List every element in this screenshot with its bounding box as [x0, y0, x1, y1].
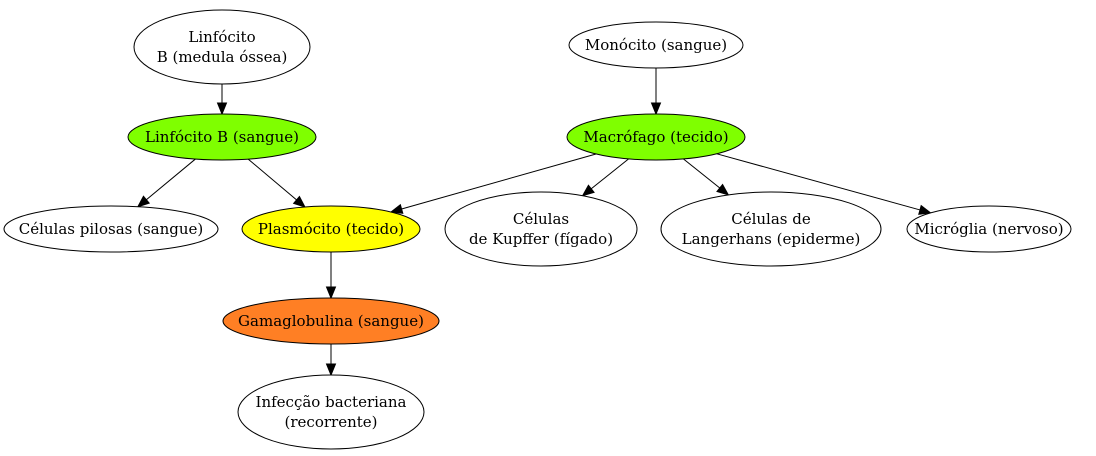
- edge-macrofago-tecido-to-microglia-nervoso: [716, 153, 932, 215]
- node-celulas-langerhans: Células de Langerhans (epiderme): [660, 191, 882, 267]
- node-label: (recorrente): [285, 413, 378, 431]
- edge-line: [683, 158, 721, 189]
- arrowhead-icon: [325, 286, 337, 300]
- arrowhead-icon: [325, 363, 337, 377]
- node-macrofago-tecido: Macrófago (tecido): [566, 113, 746, 161]
- node-ellipse: [568, 21, 744, 69]
- edges-layer: [136, 68, 932, 377]
- edge-line: [590, 158, 629, 190]
- node-ellipse: [566, 113, 746, 161]
- edge-linfocito-b-sangue-to-celulas-pilosas: [136, 158, 196, 208]
- arrowhead-icon: [292, 195, 306, 208]
- node-ellipse: [237, 374, 425, 450]
- node-linfocito-b-medula: Linfócito B (medula óssea): [133, 9, 311, 85]
- arrowhead-icon: [389, 203, 404, 214]
- edge-macrofago-tecido-to-celulas-langerhans: [683, 158, 730, 196]
- arrowhead-icon: [918, 204, 932, 215]
- node-label: Linfócito: [188, 28, 255, 46]
- edge-macrofago-tecido-to-celulas-kupffer: [581, 158, 629, 197]
- node-label: Infecção bacteriana: [256, 393, 407, 411]
- node-label: de Kupffer (fígado): [469, 230, 613, 248]
- node-monocito-sangue: Monócito (sangue): [568, 21, 744, 69]
- node-microglia-nervoso: Micróglia (nervoso): [906, 205, 1072, 253]
- node-linfocito-b-sangue: Linfócito B (sangue): [127, 113, 317, 161]
- edge-linfocito-b-sangue-to-plasmocito-tecido: [247, 158, 306, 208]
- node-label: Langerhans (epiderme): [682, 230, 861, 248]
- node-ellipse: [444, 191, 638, 267]
- node-label: Células de: [731, 210, 811, 228]
- node-ellipse: [3, 205, 219, 253]
- node-label: Macrófago (tecido): [583, 128, 728, 146]
- node-label: Células: [513, 210, 569, 228]
- node-ellipse: [241, 205, 421, 253]
- arrowhead-icon: [716, 183, 730, 196]
- node-label: Plasmócito (tecido): [258, 220, 404, 238]
- node-label: Micróglia (nervoso): [914, 220, 1063, 238]
- edge-line: [401, 153, 597, 210]
- node-ellipse: [133, 9, 311, 85]
- node-celulas-pilosas: Células pilosas (sangue): [3, 205, 219, 253]
- arrowhead-icon: [216, 102, 228, 116]
- nodes-layer: Linfócito B (medula óssea) Monócito (sangu…: [3, 9, 1072, 450]
- node-label: B (medula óssea): [157, 48, 288, 66]
- edge-macrofago-tecido-to-plasmocito-tecido: [389, 153, 597, 214]
- node-label: Gamaglobulina (sangue): [238, 312, 424, 330]
- arrowhead-icon: [581, 184, 595, 197]
- edge-monocito-sangue-to-macrofago-tecido: [650, 68, 662, 116]
- node-ellipse: [222, 297, 440, 345]
- node-label: Monócito (sangue): [585, 36, 727, 54]
- node-label: Células pilosas (sangue): [19, 220, 204, 238]
- node-plasmocito-tecido: Plasmócito (tecido): [241, 205, 421, 253]
- arrowhead-icon: [650, 102, 662, 116]
- node-label: Linfócito B (sangue): [145, 128, 299, 146]
- edge-line: [716, 153, 921, 211]
- node-ellipse: [127, 113, 317, 161]
- node-gamaglobulina-sangue: Gamaglobulina (sangue): [222, 297, 440, 345]
- node-infeccao-bacteriana: Infecção bacteriana (recorrente): [237, 374, 425, 450]
- node-celulas-kupffer: Células de Kupffer (fígado): [444, 191, 638, 267]
- edge-linfocito-b-medula-to-linfocito-b-sangue: [216, 84, 228, 116]
- node-ellipse: [660, 191, 882, 267]
- edge-line: [247, 158, 297, 201]
- edge-line: [146, 158, 196, 201]
- arrowhead-icon: [136, 195, 151, 208]
- edge-plasmocito-tecido-to-gamaglobulina-sangue: [325, 252, 337, 300]
- edge-gamaglobulina-sangue-to-infeccao-bacteriana: [325, 344, 337, 377]
- node-ellipse: [906, 205, 1072, 253]
